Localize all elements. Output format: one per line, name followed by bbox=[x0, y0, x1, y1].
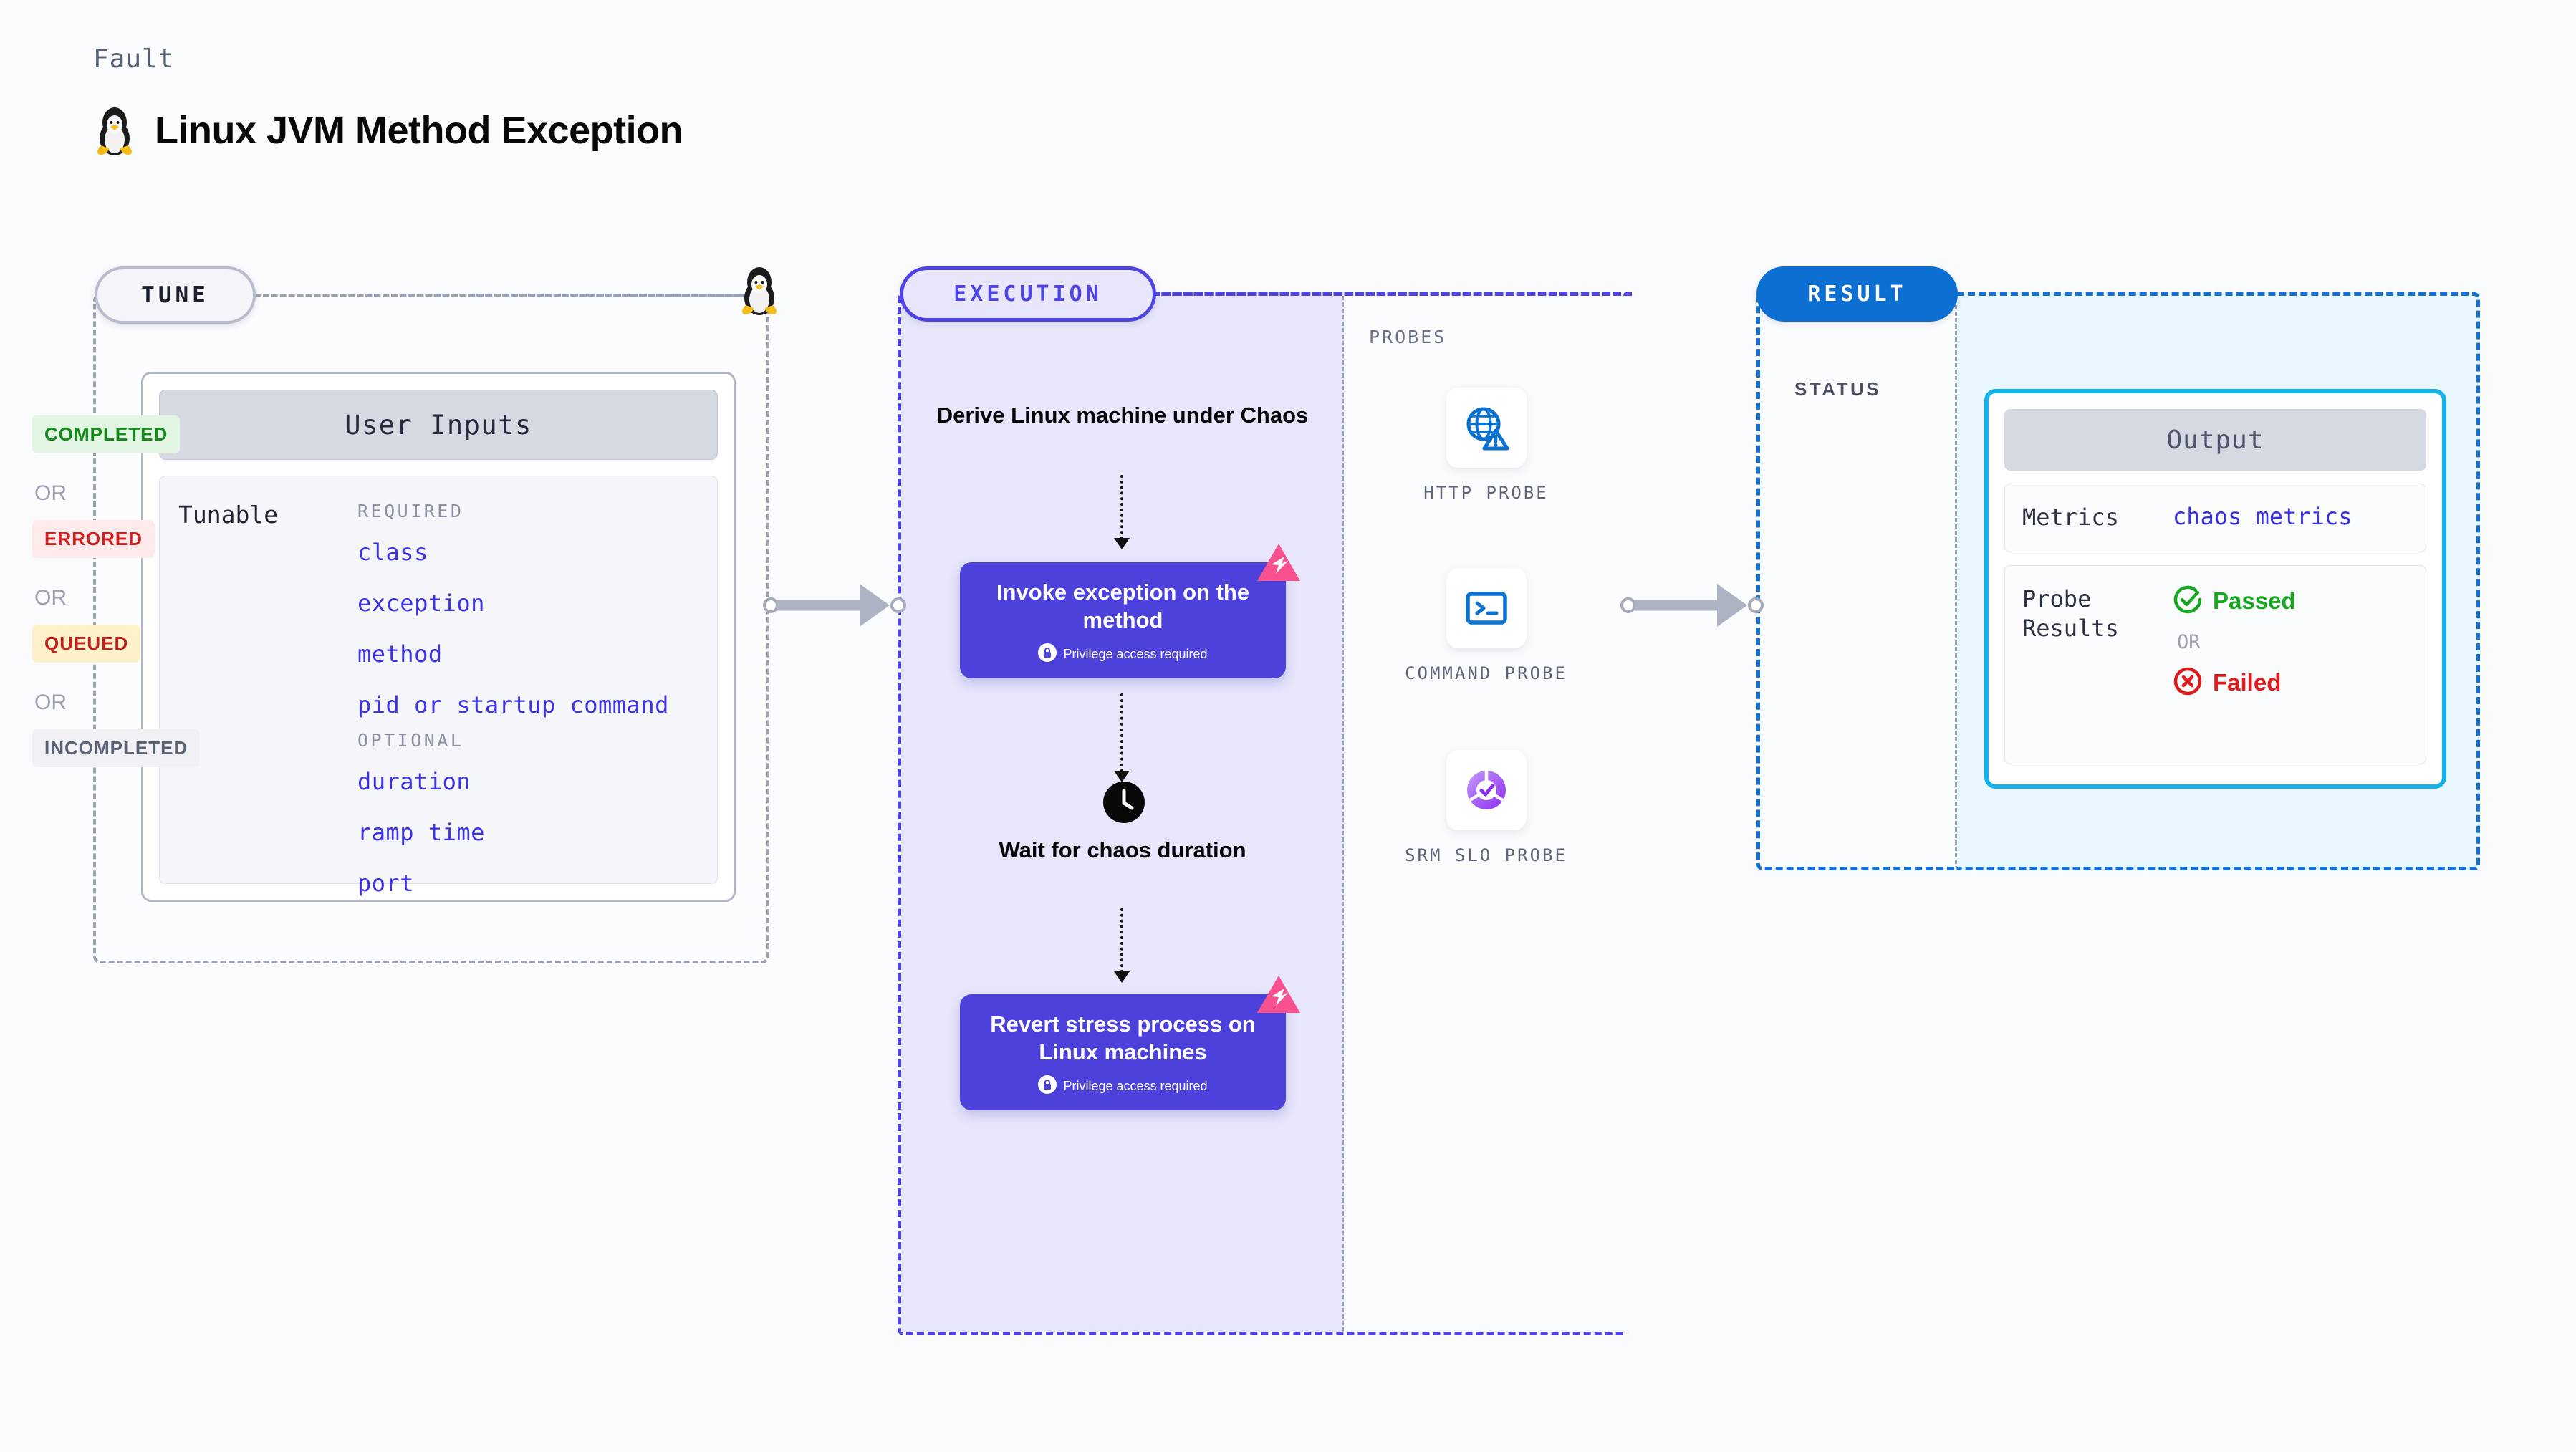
status-or-3: OR bbox=[34, 691, 67, 714]
user-inputs-header: User Inputs bbox=[159, 390, 718, 460]
slo-donut-check-icon bbox=[1446, 750, 1527, 830]
tune-badge: TUNE bbox=[95, 266, 256, 324]
privilege-note: Privilege access required bbox=[1063, 1079, 1208, 1094]
execution-card-title: Revert stress process on Linux machines bbox=[990, 1011, 1256, 1065]
status-badge-incompleted: INCOMPLETED bbox=[32, 729, 201, 767]
tunable-item-class[interactable]: class bbox=[357, 539, 428, 566]
probe-label: SRM SLO PROBE bbox=[1405, 845, 1567, 865]
output-row-probe-results: Probe Results Passed OR bbox=[2004, 564, 2426, 764]
flow-arrowhead-1 bbox=[1114, 538, 1130, 549]
status-label: STATUS bbox=[1794, 378, 1882, 400]
connector-end-dot bbox=[1748, 597, 1764, 613]
connector-line bbox=[1635, 600, 1719, 611]
tunable-box: Tunable REQUIRED class exception method … bbox=[159, 476, 718, 897]
status-or-2: OR bbox=[34, 586, 67, 610]
group-title-optional: OPTIONAL bbox=[357, 730, 464, 751]
page-header: Fault Linux JVM Method Exception bbox=[93, 44, 683, 157]
probe-results-or: OR bbox=[2177, 630, 2201, 653]
connector-end-dot bbox=[890, 597, 906, 613]
privilege-row: Privilege access required bbox=[974, 643, 1272, 665]
probe-results-values: Passed OR Failed bbox=[2173, 585, 2296, 700]
probe-result-passed: Passed bbox=[2173, 585, 2296, 618]
execution-badge: EXECUTION bbox=[900, 266, 1156, 322]
output-row-metrics: Metrics chaos metrics bbox=[2004, 484, 2426, 552]
connector-line bbox=[777, 600, 862, 611]
tunable-item-method[interactable]: method bbox=[357, 640, 443, 668]
status-or-1: OR bbox=[34, 481, 67, 505]
probe-item-http[interactable]: HTTP PROBE bbox=[1344, 388, 1628, 504]
title-row: Linux JVM Method Exception bbox=[93, 104, 683, 157]
execution-step-derive-label: Derive Linux machine under Chaos bbox=[936, 403, 1309, 428]
connector-start-dot bbox=[763, 597, 779, 613]
globe-warning-icon bbox=[1446, 388, 1527, 468]
clock-icon bbox=[1103, 782, 1145, 827]
execution-card-revert-stress[interactable]: Revert stress process on Linux machines … bbox=[960, 976, 1300, 1111]
chaos-ribbon-icon bbox=[1256, 974, 1302, 1019]
execution-column: Derive Linux machine under Chaos Invoke … bbox=[901, 296, 1344, 1332]
flow-arrowhead-2 bbox=[1114, 771, 1130, 782]
tunable-item-duration[interactable]: duration bbox=[357, 768, 471, 795]
flow-arrowhead-3 bbox=[1114, 971, 1130, 983]
probe-label: HTTP PROBE bbox=[1423, 483, 1549, 503]
privilege-note: Privilege access required bbox=[1063, 647, 1208, 662]
output-box: Output Metrics chaos metrics Probe Resul… bbox=[1984, 389, 2446, 789]
lock-icon bbox=[1038, 1075, 1057, 1097]
status-badge-completed: COMPLETED bbox=[32, 415, 181, 453]
probe-result-failed: Failed bbox=[2173, 666, 2296, 700]
execution-card-title: Invoke exception on the method bbox=[996, 580, 1250, 633]
status-badge-queued: QUEUED bbox=[32, 625, 141, 663]
connector-arrowhead bbox=[1717, 584, 1747, 627]
tunable-list: REQUIRED class exception method pid or s… bbox=[357, 501, 698, 897]
tunable-item-exception[interactable]: exception bbox=[357, 590, 485, 617]
linux-tux-icon bbox=[738, 264, 781, 320]
page-title: Linux JVM Method Exception bbox=[155, 109, 683, 152]
linux-tux-icon bbox=[93, 104, 136, 157]
flow-arrow-2 bbox=[1120, 693, 1123, 772]
probe-item-command[interactable]: COMMAND PROBE bbox=[1344, 568, 1628, 685]
flow-arrow-1 bbox=[1120, 475, 1123, 539]
connector-tune-to-execution bbox=[763, 584, 906, 627]
probe-results-key: Probe Results bbox=[2022, 585, 2119, 643]
tunable-item-ramp-time[interactable]: ramp time bbox=[357, 819, 485, 846]
tunable-item-pid-or-startup-command[interactable]: pid or startup command bbox=[357, 691, 669, 718]
tune-panel: User Inputs Tunable REQUIRED class excep… bbox=[93, 294, 769, 963]
metrics-value[interactable]: chaos metrics bbox=[2173, 503, 2352, 530]
probe-label: COMMAND PROBE bbox=[1405, 663, 1567, 683]
tunable-item-port[interactable]: port bbox=[357, 870, 415, 897]
terminal-icon bbox=[1446, 568, 1527, 648]
probe-failed-label: Failed bbox=[2213, 669, 2282, 696]
status-badge-errored: ERRORED bbox=[32, 520, 155, 558]
x-circle-icon bbox=[2173, 666, 2203, 700]
probe-item-srm-slo[interactable]: SRM SLO PROBE bbox=[1344, 750, 1628, 867]
tunable-label: Tunable bbox=[178, 501, 279, 529]
metrics-key: Metrics bbox=[2022, 504, 2119, 531]
fault-label: Fault bbox=[93, 44, 175, 74]
flow-arrow-3 bbox=[1120, 908, 1123, 973]
result-badge: RESULT bbox=[1756, 266, 1958, 322]
probes-label: PROBES bbox=[1369, 327, 1447, 347]
user-inputs-card: User Inputs Tunable REQUIRED class excep… bbox=[141, 372, 736, 902]
output-header: Output bbox=[2004, 409, 2426, 471]
check-circle-icon bbox=[2173, 585, 2203, 618]
lock-icon bbox=[1038, 643, 1057, 665]
tune-dashed-connector bbox=[254, 294, 756, 297]
connector-start-dot bbox=[1620, 597, 1636, 613]
chaos-ribbon-icon bbox=[1256, 542, 1302, 587]
execution-step-wait-label: Wait for chaos duration bbox=[999, 837, 1246, 862]
connector-arrowhead bbox=[860, 584, 890, 627]
probes-column: PROBES HTTP PROBE bbox=[1344, 296, 1628, 1332]
probe-passed-label: Passed bbox=[2213, 587, 2296, 615]
connector-execution-to-result bbox=[1620, 584, 1764, 627]
result-status-panel: STATUS bbox=[1756, 292, 1957, 870]
execution-card-invoke-exception[interactable]: Invoke exception on the method Privilege… bbox=[960, 544, 1300, 679]
privilege-row: Privilege access required bbox=[974, 1075, 1272, 1097]
execution-probes-container: Derive Linux machine under Chaos Invoke … bbox=[898, 292, 1628, 1335]
group-title-required: REQUIRED bbox=[357, 501, 464, 521]
